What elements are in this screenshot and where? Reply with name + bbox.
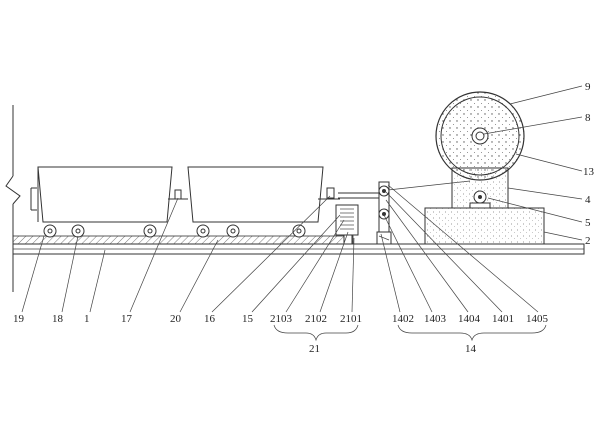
guide-post [376, 181, 392, 245]
tow-rope [338, 180, 471, 199]
label-9: 9 [585, 81, 591, 93]
label-17: 17 [121, 313, 133, 325]
label-18: 18 [52, 313, 64, 325]
label-4: 4 [585, 194, 591, 206]
cart-right [187, 166, 340, 238]
wall [5, 105, 21, 292]
platform [424, 207, 545, 245]
label-1404: 1404 [458, 313, 481, 325]
label-2102: 2102 [305, 313, 327, 325]
rail-track [12, 235, 354, 245]
part-labels: 19 18 1 17 20 16 15 2103 2102 2101 1402 … [13, 81, 595, 355]
label-1: 1 [84, 313, 90, 325]
ground-base [12, 243, 585, 255]
label-2: 2 [585, 235, 591, 247]
label-1402: 1402 [392, 313, 414, 325]
label-21: 21 [309, 343, 320, 355]
label-2103: 2103 [270, 313, 293, 325]
label-8: 8 [585, 112, 591, 124]
label-16: 16 [204, 313, 216, 325]
label-19: 19 [13, 313, 25, 325]
label-20: 20 [170, 313, 182, 325]
label-1405: 1405 [526, 313, 549, 325]
label-13: 13 [583, 166, 595, 178]
leader-lines [21, 85, 583, 342]
cart-left [30, 166, 188, 238]
label-1403: 1403 [424, 313, 447, 325]
reel-drum [435, 91, 525, 181]
label-5: 5 [585, 217, 591, 229]
label-1401: 1401 [492, 313, 514, 325]
label-2101: 2101 [340, 313, 362, 325]
label-15: 15 [242, 313, 254, 325]
label-14: 14 [465, 343, 477, 355]
buffer-assembly [335, 204, 359, 245]
